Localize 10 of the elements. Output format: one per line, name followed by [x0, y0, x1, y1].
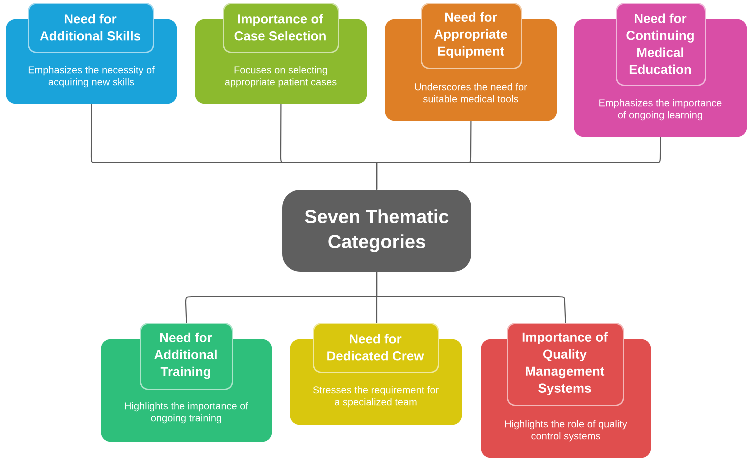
heading-tab: Need for Additional Training — [140, 323, 234, 390]
connector-line — [376, 137, 662, 190]
heading-tab: Importance of Case Selection — [223, 3, 340, 54]
topic-box: Seven Thematic Categories — [282, 190, 472, 272]
heading-tab: Need for Dedicated Crew — [313, 323, 440, 374]
connector-line — [376, 272, 566, 323]
heading-tab: Need for Appropriate Equipment — [421, 3, 522, 70]
heading-tab: Need for Continuing Medical Education — [616, 3, 706, 86]
heading-tab: Importance of Quality Management Systems — [507, 323, 624, 406]
heading-tab: Need for Additional Skills — [28, 3, 154, 54]
